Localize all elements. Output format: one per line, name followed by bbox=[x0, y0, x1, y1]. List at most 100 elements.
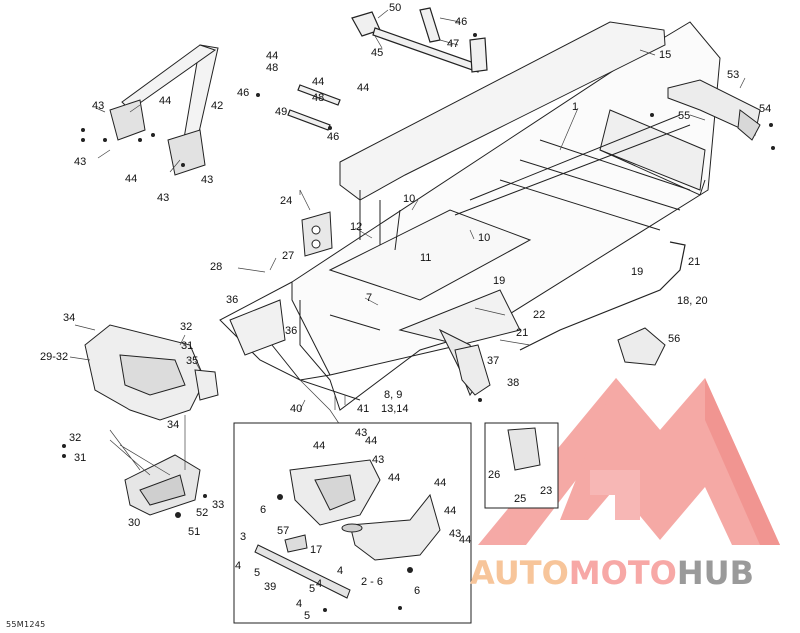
lead-lines bbox=[69, 9, 746, 476]
callout-21: 21 bbox=[516, 327, 529, 339]
callout-46: 46 bbox=[455, 16, 468, 28]
callout-26: 26 bbox=[488, 469, 501, 481]
callout-32: 32 bbox=[69, 432, 82, 444]
front-nose-panel bbox=[84, 324, 219, 421]
callout-17: 17 bbox=[310, 544, 323, 556]
callout-43: 43 bbox=[449, 528, 462, 540]
callout-34: 34 bbox=[167, 419, 180, 431]
callout-8-9: 8, 9 bbox=[384, 389, 403, 401]
steering-support bbox=[109, 44, 219, 176]
side-plate bbox=[301, 211, 333, 257]
callout-44: 44 bbox=[365, 435, 378, 447]
callout-1: 1 bbox=[572, 101, 579, 113]
callout-21: 21 bbox=[688, 256, 701, 268]
callout-29-32: 29-32 bbox=[40, 351, 69, 363]
callout-44: 44 bbox=[159, 95, 172, 107]
detail-inset-small bbox=[484, 422, 559, 509]
callout-44: 44 bbox=[357, 82, 370, 94]
callout-10: 10 bbox=[478, 232, 491, 244]
callout-56: 56 bbox=[668, 333, 681, 345]
callout-54: 54 bbox=[759, 103, 772, 115]
callout-50: 50 bbox=[389, 2, 402, 14]
callout-37: 37 bbox=[487, 355, 500, 367]
callout-48: 48 bbox=[312, 92, 325, 104]
callout-5: 5 bbox=[304, 610, 311, 622]
callout-10: 10 bbox=[403, 193, 416, 205]
figure-code: 55M1245 bbox=[6, 620, 46, 629]
lower-front-bracket bbox=[124, 454, 201, 516]
callout-4: 4 bbox=[337, 565, 344, 577]
side-bracket bbox=[617, 327, 666, 366]
callout-25: 25 bbox=[514, 493, 527, 505]
callout-32: 32 bbox=[180, 321, 193, 333]
callout-44: 44 bbox=[434, 477, 447, 489]
callout-33: 33 bbox=[212, 499, 225, 511]
callout-13-14: 13,14 bbox=[381, 403, 409, 415]
callout-36: 36 bbox=[285, 325, 298, 337]
callout-4: 4 bbox=[316, 578, 323, 590]
callout-43: 43 bbox=[157, 192, 170, 204]
callout-44: 44 bbox=[459, 534, 472, 546]
callout-18-20: 18, 20 bbox=[677, 295, 708, 307]
callout-23: 23 bbox=[540, 485, 553, 497]
fasteners bbox=[62, 33, 775, 612]
callout-34: 34 bbox=[63, 312, 76, 324]
callout-47: 47 bbox=[447, 38, 460, 50]
callout-27: 27 bbox=[282, 250, 295, 262]
callout-19: 19 bbox=[631, 266, 644, 278]
callout-55: 55 bbox=[678, 110, 691, 122]
callout-31: 31 bbox=[74, 452, 87, 464]
callout-44: 44 bbox=[388, 472, 401, 484]
callout-19: 19 bbox=[493, 275, 506, 287]
callout-46: 46 bbox=[237, 87, 250, 99]
callout-43: 43 bbox=[355, 427, 368, 439]
callout-5: 5 bbox=[254, 567, 261, 579]
callout-35: 35 bbox=[186, 355, 199, 367]
callout-30: 30 bbox=[128, 517, 141, 529]
callout-4: 4 bbox=[235, 560, 242, 572]
callout-44: 44 bbox=[125, 173, 138, 185]
callout-42: 42 bbox=[211, 100, 224, 112]
callout-45: 45 bbox=[371, 47, 384, 59]
callout-5: 5 bbox=[309, 583, 316, 595]
callout-48: 48 bbox=[266, 62, 279, 74]
watermark-moto: MOTO bbox=[568, 554, 677, 592]
watermark-hub: HUB bbox=[676, 554, 755, 592]
callout-3: 3 bbox=[240, 531, 247, 543]
upper-rods bbox=[287, 7, 488, 131]
callout-43: 43 bbox=[92, 100, 105, 112]
callout-40: 40 bbox=[290, 403, 303, 415]
callout-7: 7 bbox=[366, 292, 373, 304]
callout-4: 4 bbox=[296, 598, 303, 610]
callout-53: 53 bbox=[727, 69, 740, 81]
callout-41: 41 bbox=[357, 403, 370, 415]
callout-44: 44 bbox=[266, 50, 279, 62]
callout-2-6: 2 - 6 bbox=[361, 576, 384, 588]
callout-43: 43 bbox=[74, 156, 87, 168]
detail-inset-box bbox=[233, 422, 472, 624]
callout-52: 52 bbox=[196, 507, 209, 519]
callout-44: 44 bbox=[313, 440, 326, 452]
rear-bumper-bracket bbox=[667, 79, 761, 141]
callout-44: 44 bbox=[444, 505, 457, 517]
brake-rod bbox=[519, 241, 686, 351]
callout-46: 46 bbox=[327, 131, 340, 143]
callout-22: 22 bbox=[533, 309, 546, 321]
callout-6: 6 bbox=[260, 504, 267, 516]
callout-44: 44 bbox=[312, 76, 325, 88]
callout-24: 24 bbox=[280, 195, 293, 207]
callout-15: 15 bbox=[659, 49, 672, 61]
callout-39: 39 bbox=[264, 581, 277, 593]
callout-38: 38 bbox=[507, 377, 520, 389]
callout-57: 57 bbox=[277, 525, 290, 537]
callout-11: 11 bbox=[420, 252, 432, 264]
callout-49: 49 bbox=[275, 106, 288, 118]
callout-36: 36 bbox=[226, 294, 239, 306]
callout-28: 28 bbox=[210, 261, 223, 273]
callout-51: 51 bbox=[188, 526, 201, 538]
callout-6: 6 bbox=[414, 585, 421, 597]
rear-mount-bracket bbox=[454, 344, 491, 396]
automotohub-watermark: AUTOMOTOHUB bbox=[470, 554, 754, 592]
watermark-auto: AUTO bbox=[470, 554, 569, 592]
